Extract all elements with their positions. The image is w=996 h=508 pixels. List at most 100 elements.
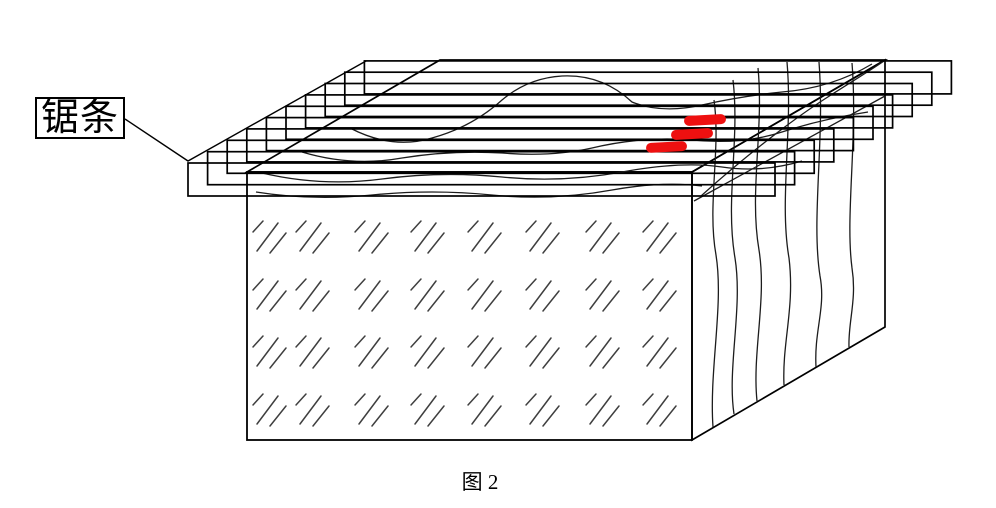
saw-blade (226, 139, 816, 175)
hatch-stroke (312, 232, 330, 254)
hatch-stroke (471, 337, 494, 367)
hatch-stroke (252, 220, 264, 233)
hatch-stroke (358, 337, 381, 367)
hatch-stroke (256, 222, 279, 252)
hatch-stroke (252, 335, 264, 348)
hatch-stroke (659, 347, 677, 369)
hatch-stroke (529, 222, 552, 252)
hatch-stroke (529, 395, 552, 425)
hatch-stroke (269, 405, 287, 427)
hatch-stroke (589, 222, 612, 252)
cut-depth-line (693, 95, 886, 202)
hatch-stroke (585, 393, 597, 406)
hatch-stroke (659, 232, 677, 254)
wood-grain-line (349, 63, 873, 143)
hatch-stroke (525, 220, 537, 233)
hatch-stroke (358, 395, 381, 425)
hatch-stroke (410, 278, 422, 291)
hatch-stroke (484, 347, 502, 369)
hatch-stroke (542, 347, 560, 369)
saw-blade (363, 60, 953, 95)
saw-blade (285, 105, 874, 141)
cut-highlight (684, 114, 726, 126)
hatch-stroke (427, 405, 445, 427)
hatch-stroke (525, 278, 537, 291)
wood-grain-line (261, 160, 803, 183)
hatch-stroke (299, 337, 322, 367)
hatch-stroke (542, 290, 560, 312)
hatch-stroke (642, 220, 654, 233)
hatch-stroke (312, 405, 330, 427)
saw-blade (324, 82, 914, 118)
hatch-stroke (529, 280, 552, 310)
hatch-stroke (646, 337, 669, 367)
hatch-stroke (354, 335, 366, 348)
hatch-stroke (585, 335, 597, 348)
wood-grain-line (711, 99, 720, 428)
hatch-stroke (525, 335, 537, 348)
hatch-stroke (467, 393, 479, 406)
hatch-stroke (589, 337, 612, 367)
hatch-stroke (295, 220, 307, 233)
hatch-stroke (602, 347, 620, 369)
saw-blades (187, 60, 953, 197)
hatch-stroke (602, 290, 620, 312)
hatch-stroke (354, 220, 366, 233)
hatch-stroke (414, 395, 437, 425)
saw-blade (187, 162, 776, 197)
hatch-stroke (542, 232, 560, 254)
hatch-stroke (646, 395, 669, 425)
hatch-stroke (427, 290, 445, 312)
hatch-stroke (525, 393, 537, 406)
hatch-stroke (295, 278, 307, 291)
hatch-stroke (646, 280, 669, 310)
hatch-stroke (589, 280, 612, 310)
hatch-stroke (471, 280, 494, 310)
hatch-stroke (642, 335, 654, 348)
hatch-stroke (299, 222, 322, 252)
hatch-stroke (467, 335, 479, 348)
hatch-stroke (414, 280, 437, 310)
hatch-stroke (269, 347, 287, 369)
hatch-stroke (295, 335, 307, 348)
cut-highlight (671, 128, 713, 140)
hatch-stroke (484, 232, 502, 254)
wood-grain-line (255, 183, 703, 199)
figure-caption: 图 2 (461, 470, 499, 494)
hatch-marks (252, 220, 677, 427)
wood-grain-line (754, 67, 763, 402)
hatch-stroke (659, 405, 677, 427)
hatch-stroke (371, 290, 389, 312)
hatch-stroke (299, 280, 322, 310)
hatch-stroke (467, 220, 479, 233)
hatch-stroke (659, 290, 677, 312)
hatch-stroke (602, 405, 620, 427)
leader-line (124, 60, 367, 162)
saw-blade (206, 150, 796, 186)
hatch-stroke (295, 393, 307, 406)
hatch-stroke (585, 278, 597, 291)
hatch-stroke (358, 280, 381, 310)
hatch-stroke (467, 278, 479, 291)
hatch-stroke (602, 232, 620, 254)
hatch-stroke (427, 232, 445, 254)
hatch-stroke (471, 395, 494, 425)
callout-leader (124, 60, 367, 162)
hatch-stroke (542, 405, 560, 427)
wood-grain-line (730, 79, 738, 415)
hatch-stroke (269, 290, 287, 312)
hatch-stroke (410, 335, 422, 348)
blade-callout-label: 锯条 (40, 97, 119, 139)
hatch-stroke (252, 278, 264, 291)
hatch-stroke (354, 278, 366, 291)
wood-grain-line (783, 61, 792, 386)
hatch-stroke (529, 337, 552, 367)
hatch-stroke (642, 393, 654, 406)
block-front-face (246, 171, 693, 441)
hatch-stroke (471, 222, 494, 252)
hatch-stroke (410, 393, 422, 406)
blade-callout-box: 锯条 (35, 97, 125, 139)
hatch-stroke (256, 280, 279, 310)
